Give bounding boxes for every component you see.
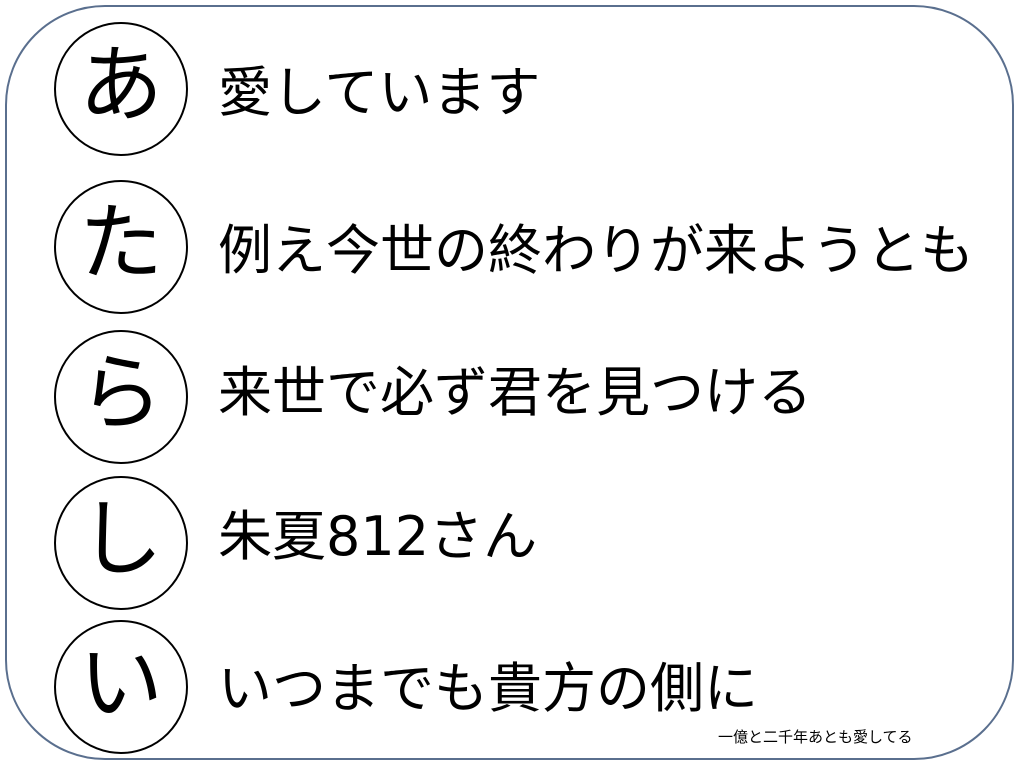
acrostic-line: 愛しています — [218, 61, 541, 124]
acrostic-line: 朱夏812さん — [218, 505, 538, 568]
acrostic-row-1: あ 愛しています — [0, 22, 1024, 162]
acrostic-line: いつまでも貴方の側に — [218, 657, 758, 720]
initial-circle: し — [54, 476, 188, 610]
initial-letter: た — [78, 194, 163, 292]
initial-letter: し — [78, 490, 163, 588]
initial-circle: い — [54, 620, 188, 754]
initial-letter: い — [78, 634, 163, 732]
initial-circle: た — [54, 180, 188, 314]
footer-note: 一億と二千年あとも愛してる — [718, 728, 913, 746]
acrostic-row-5: い いつまでも貴方の側に — [0, 620, 1024, 760]
acrostic-line: 来世で必ず君を見つける — [218, 361, 812, 424]
initial-circle: あ — [54, 22, 188, 156]
acrostic-line: 例え今世の終わりが来ようとも — [218, 219, 974, 282]
initial-letter: ら — [78, 344, 163, 442]
acrostic-row-4: し 朱夏812さん — [0, 476, 1024, 616]
initial-circle: ら — [54, 330, 188, 464]
initial-letter: あ — [78, 36, 163, 134]
rounded-frame — [5, 5, 1014, 760]
acrostic-row-3: ら 来世で必ず君を見つける — [0, 330, 1024, 470]
acrostic-row-2: た 例え今世の終わりが来ようとも — [0, 180, 1024, 320]
